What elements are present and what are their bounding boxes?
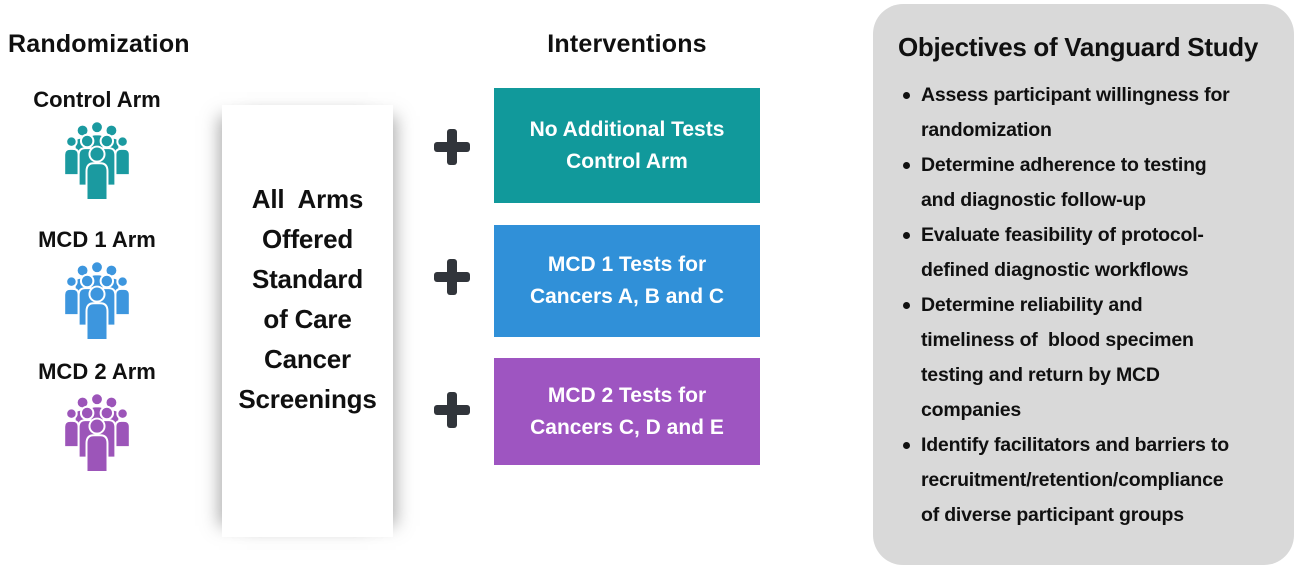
objectives-panel: Objectives of Vanguard Study Assess part… <box>873 4 1294 565</box>
plus-icon <box>434 392 470 428</box>
arm-group-mcd2: MCD 2 Arm <box>0 358 194 472</box>
intervention-box-mcd2: MCD 2 Tests for Cancers C, D and E <box>494 358 760 465</box>
intervention-box-control: No Additional Tests Control Arm <box>494 88 760 203</box>
objectives-list: Assess participant willingness for rando… <box>898 78 1282 533</box>
objective-item: Evaluate feasibility of protocol- define… <box>898 218 1282 288</box>
crowd-icon-mcd2-arm <box>64 392 130 472</box>
arm-group-mcd1: MCD 1 Arm <box>0 226 194 340</box>
standard-of-care-panel: All Arms Offered Standard of Care Cancer… <box>222 105 393 537</box>
crowd-icon-mcd1-arm <box>64 260 130 340</box>
randomization-header: Randomization <box>8 30 190 58</box>
objective-item: Determine reliability and timeliness of … <box>898 288 1282 428</box>
intervention-box-mcd1: MCD 1 Tests for Cancers A, B and C <box>494 225 760 337</box>
arm-label-mcd1: MCD 1 Arm <box>38 227 156 252</box>
objective-item: Assess participant willingness for rando… <box>898 78 1282 148</box>
interventions-header: Interventions <box>547 30 707 58</box>
plus-icon <box>434 129 470 165</box>
plus-icon <box>434 259 470 295</box>
objective-item: Identify facilitators and barriers to re… <box>898 428 1282 533</box>
plus-icon-bar <box>447 129 457 165</box>
arm-group-control: Control Arm <box>0 86 194 200</box>
standard-of-care-text: All Arms Offered Standard of Care Cancer… <box>238 184 377 414</box>
plus-icon-bar <box>447 259 457 295</box>
objectives-title: Objectives of Vanguard Study <box>898 32 1259 62</box>
objective-item: Determine adherence to testing and diagn… <box>898 148 1282 218</box>
arm-label-control: Control Arm <box>33 87 161 112</box>
arm-label-mcd2: MCD 2 Arm <box>38 359 156 384</box>
crowd-icon-control-arm <box>64 120 130 200</box>
plus-icon-bar <box>447 392 457 428</box>
